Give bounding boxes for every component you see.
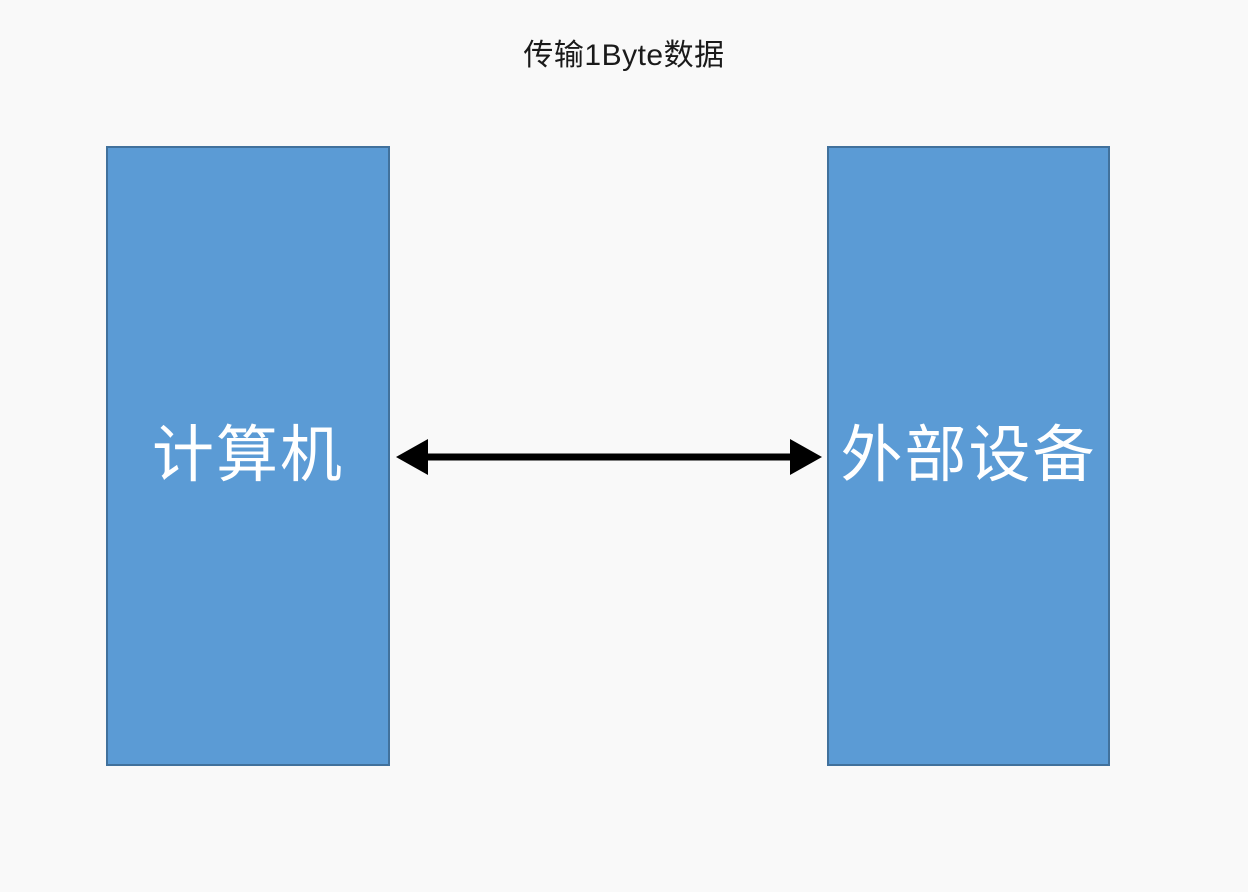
node-computer-label: 计算机 bbox=[151, 421, 344, 490]
node-peripheral-label: 外部设备 bbox=[840, 421, 1097, 490]
arrow-head-right-icon bbox=[790, 439, 822, 475]
arrow-shaft-group bbox=[396, 439, 822, 475]
node-peripheral[interactable]: 外部设备 bbox=[827, 146, 1110, 766]
diagram-title: 传输1Byte数据 bbox=[523, 39, 725, 72]
arrow-head-left-icon bbox=[396, 439, 428, 475]
node-computer[interactable]: 计算机 bbox=[106, 146, 390, 766]
connector-double-arrow[interactable] bbox=[390, 427, 828, 487]
